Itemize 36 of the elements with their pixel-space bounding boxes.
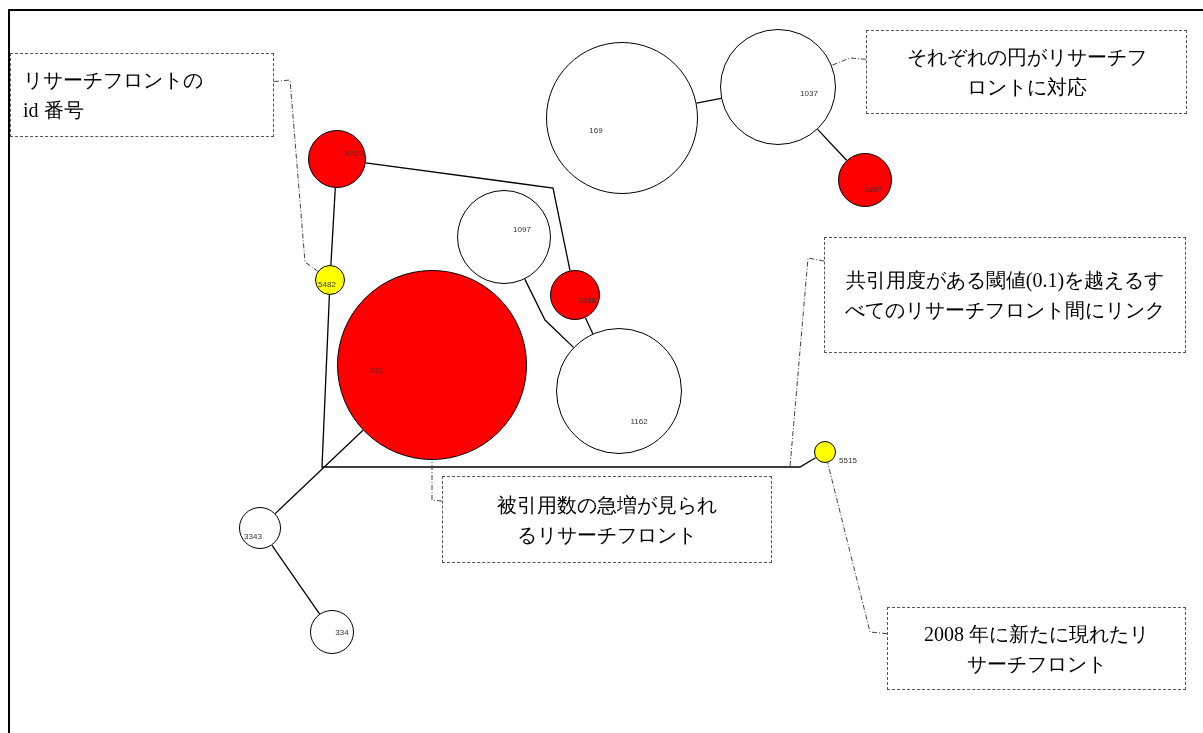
leader-line: [273, 79, 319, 272]
id-number: 5482: [318, 281, 336, 289]
link-line: [330, 187, 336, 266]
leader-line: [789, 257, 825, 468]
id-number: 1037: [800, 90, 818, 98]
link-line: [274, 429, 364, 515]
callout-box: [10, 53, 274, 137]
link-line: [524, 278, 575, 349]
link-line: [271, 544, 321, 615]
id-number: 3857: [864, 186, 882, 194]
id-number: 3343: [244, 533, 262, 541]
callout-box: [887, 607, 1186, 690]
link-line: [816, 128, 848, 161]
leader-line: [827, 462, 888, 635]
id-number: 1162: [630, 418, 648, 426]
link-line: [365, 162, 571, 272]
callout-box: [866, 30, 1187, 114]
id-number: 3898: [578, 297, 596, 305]
callout-text: 被引用数の急増が見られるリサーチフロント: [496, 492, 718, 548]
callout-box: [442, 476, 772, 563]
id-number: 334: [335, 629, 349, 637]
leader-line: [431, 459, 443, 502]
callout-text: 2008 年に新たに現れたリサーチフロント: [923, 621, 1150, 677]
link-line: [321, 294, 817, 468]
id-number: 1097: [513, 226, 531, 234]
link-line: [584, 317, 594, 335]
leader-line: [831, 57, 867, 66]
callout-text: リサーチフロントのid 番号: [23, 68, 204, 123]
id-number: 169: [589, 127, 603, 135]
callout-text: それぞれの円がリサーチフロントに対応: [906, 45, 1147, 100]
id-number: 5515: [839, 457, 857, 465]
callout-text: 共引用度がある閾値(0.1)を越えるすべてのリサーチフロント間にリンク: [845, 268, 1165, 323]
callout-box: [824, 237, 1186, 353]
id-number: 621: [370, 367, 384, 375]
id-number: 4723: [345, 150, 363, 158]
link-line: [695, 97, 722, 104]
